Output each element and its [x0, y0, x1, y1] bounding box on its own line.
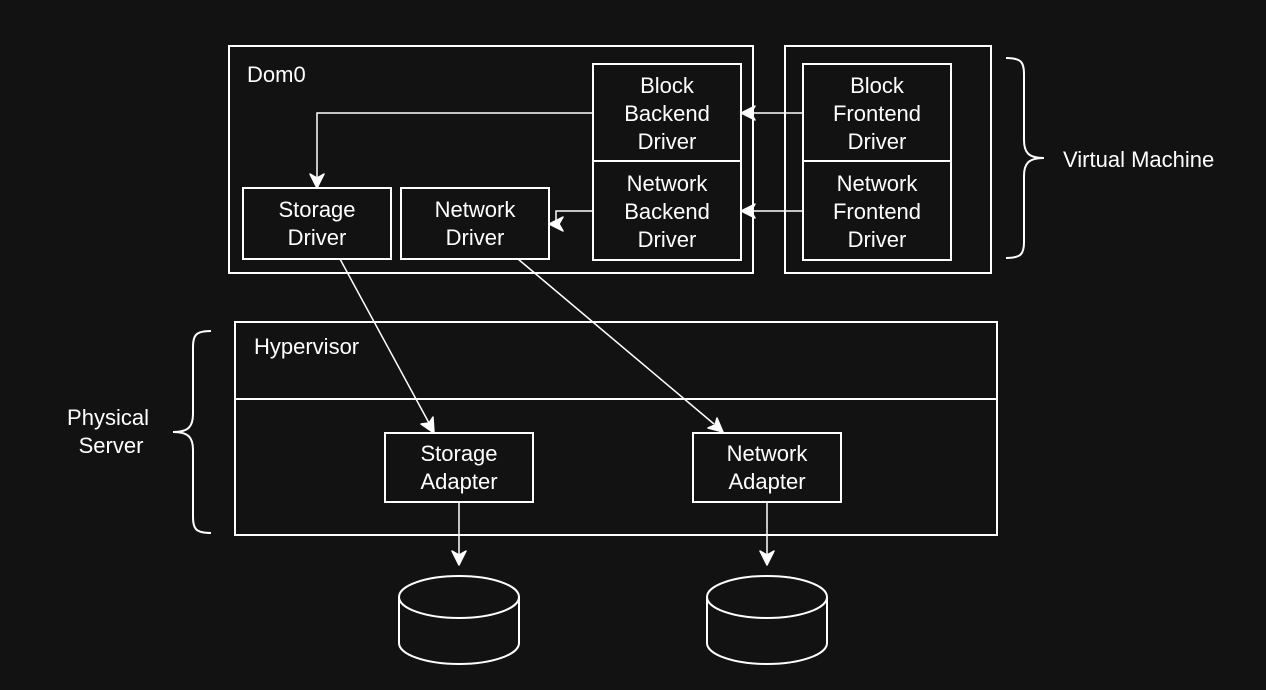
connector-block-frontend-to-backend [740, 105, 803, 121]
network-backend-line-1: Network [627, 171, 709, 196]
block-backend-line-1: Block [640, 73, 695, 98]
connector-storage-adapter-to-disk [451, 502, 467, 566]
block-frontend-line-3: Driver [848, 129, 907, 154]
network-frontend-driver: Network Frontend Driver [802, 160, 952, 261]
network-adapter: Network Adapter [692, 432, 842, 503]
network-adapter-line-2: Adapter [728, 469, 805, 494]
connector-block-backend-to-storage-driver [309, 112, 593, 189]
network-backend-line-2: Backend [624, 199, 710, 224]
hypervisor-title: Hypervisor [254, 334, 359, 359]
physical-server-brace [172, 330, 212, 534]
network-frontend-line-2: Frontend [833, 199, 921, 224]
storage-disk-icon [398, 575, 520, 665]
virtual-machine-brace [1005, 57, 1045, 259]
storage-driver-line-1: Storage [278, 197, 355, 222]
network-disk-icon [706, 575, 828, 665]
network-frontend-line-1: Network [837, 171, 919, 196]
network-driver: Network Driver [400, 187, 550, 260]
physical-server-label-line-1: Physical [67, 405, 149, 430]
connector-storage-driver-to-adapter [339, 258, 435, 434]
storage-adapter: Storage Adapter [384, 432, 534, 503]
block-frontend-line-1: Block [850, 73, 905, 98]
storage-adapter-line-1: Storage [420, 441, 497, 466]
virtual-machine-label: Virtual Machine [1063, 147, 1214, 172]
block-frontend-line-2: Frontend [833, 101, 921, 126]
network-driver-line-1: Network [435, 197, 517, 222]
physical-server-label-line-2: Server [79, 433, 144, 458]
storage-driver-line-2: Driver [288, 225, 347, 250]
block-frontend-driver: Block Frontend Driver [802, 63, 952, 162]
dom0-title: Dom0 [247, 62, 306, 87]
virtual-machine-container [784, 45, 992, 274]
connector-network-driver-to-adapter [517, 258, 724, 433]
hypervisor-container: Hypervisor [234, 321, 998, 536]
connector-network-adapter-to-disk [759, 502, 775, 566]
block-backend-driver: Block Backend Driver [592, 63, 742, 162]
dom0-container: Dom0 [228, 45, 754, 274]
network-adapter-line-1: Network [727, 441, 809, 466]
block-backend-line-3: Driver [638, 129, 697, 154]
network-backend-line-3: Driver [638, 227, 697, 252]
network-driver-line-2: Driver [446, 225, 505, 250]
connector-network-frontend-to-backend [740, 203, 803, 219]
connector-network-backend-to-network-driver [548, 210, 593, 232]
network-backend-driver: Network Backend Driver [592, 160, 742, 261]
storage-adapter-line-2: Adapter [420, 469, 497, 494]
block-backend-line-2: Backend [624, 101, 710, 126]
storage-driver: Storage Driver [242, 187, 392, 260]
network-frontend-line-3: Driver [848, 227, 907, 252]
